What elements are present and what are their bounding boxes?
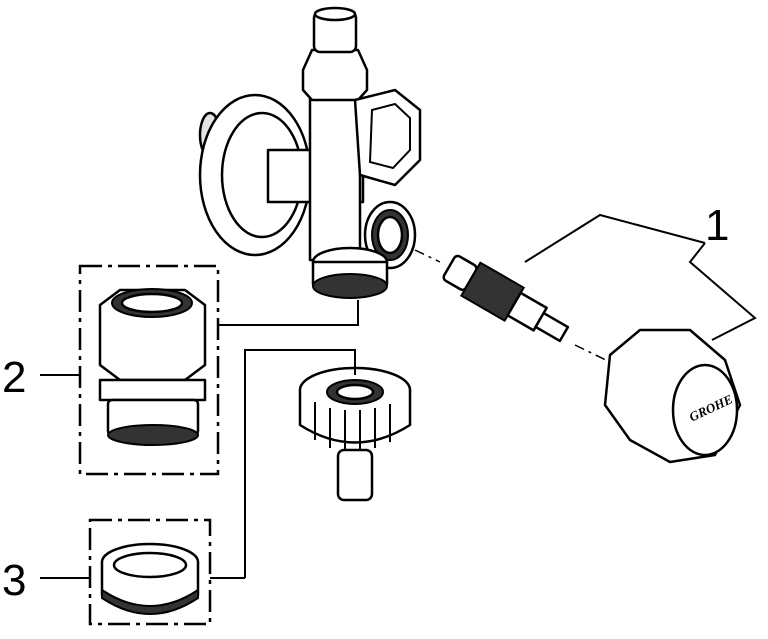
leader-line-3 bbox=[244, 349, 356, 578]
adaptor-part bbox=[98, 288, 207, 446]
callout-number-3: 3 bbox=[2, 556, 26, 605]
hose-connector bbox=[298, 366, 412, 502]
callout-number-2: 2 bbox=[2, 353, 26, 402]
handwheel-knob: GROHE bbox=[603, 328, 742, 464]
valve-cartridge bbox=[442, 254, 570, 343]
leader-line-1 bbox=[524, 213, 757, 341]
callout-box-3 bbox=[88, 518, 212, 626]
ring-part bbox=[100, 542, 200, 615]
callout-box-2 bbox=[78, 264, 220, 476]
assembly-axis bbox=[414, 249, 611, 363]
callout-number-1: 1 bbox=[705, 201, 729, 250]
leader-line-2 bbox=[218, 300, 359, 326]
angle-valve-body bbox=[198, 6, 422, 299]
